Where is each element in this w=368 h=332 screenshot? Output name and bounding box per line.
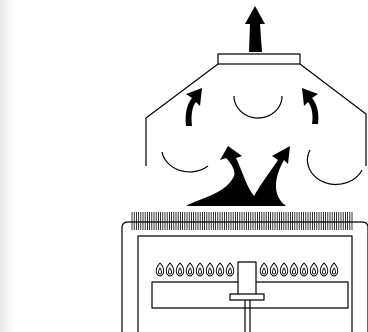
burner-flame: [186, 263, 194, 276]
hood-left-curl-arrow-icon: [186, 88, 202, 126]
burner-flame: [216, 263, 224, 276]
chamber-vortex-left: [162, 152, 208, 172]
exhaust-up-arrow-icon: [245, 6, 265, 52]
burner-flame: [270, 263, 278, 276]
valve-block: [238, 262, 256, 296]
burner-flame: [320, 263, 328, 276]
burner-flame: [196, 263, 204, 276]
burner-flame: [290, 263, 298, 276]
hood-left-wall: [146, 64, 218, 166]
burner-flame: [226, 263, 234, 276]
flue-collar: [218, 54, 300, 64]
burner-flame: [280, 263, 288, 276]
central-plume-arrow-icon: [186, 146, 290, 206]
hood-right-curl-arrow-icon: [302, 88, 318, 124]
burner-flame: [330, 263, 338, 276]
burner-flame: [166, 263, 174, 276]
burner-enclosure: [122, 222, 368, 332]
heat-exchanger-fins: [132, 212, 352, 230]
hood-vortex-left: [234, 96, 282, 118]
burner-flame: [206, 263, 214, 276]
burner-flame: [260, 263, 268, 276]
chamber-vortex-right: [308, 150, 362, 184]
valve-plate: [230, 294, 264, 300]
burner-flame: [176, 263, 184, 276]
burner-flame: [310, 263, 318, 276]
hood-outline: [146, 54, 366, 166]
burner-flame: [300, 263, 308, 276]
burner-flame: [156, 263, 164, 276]
